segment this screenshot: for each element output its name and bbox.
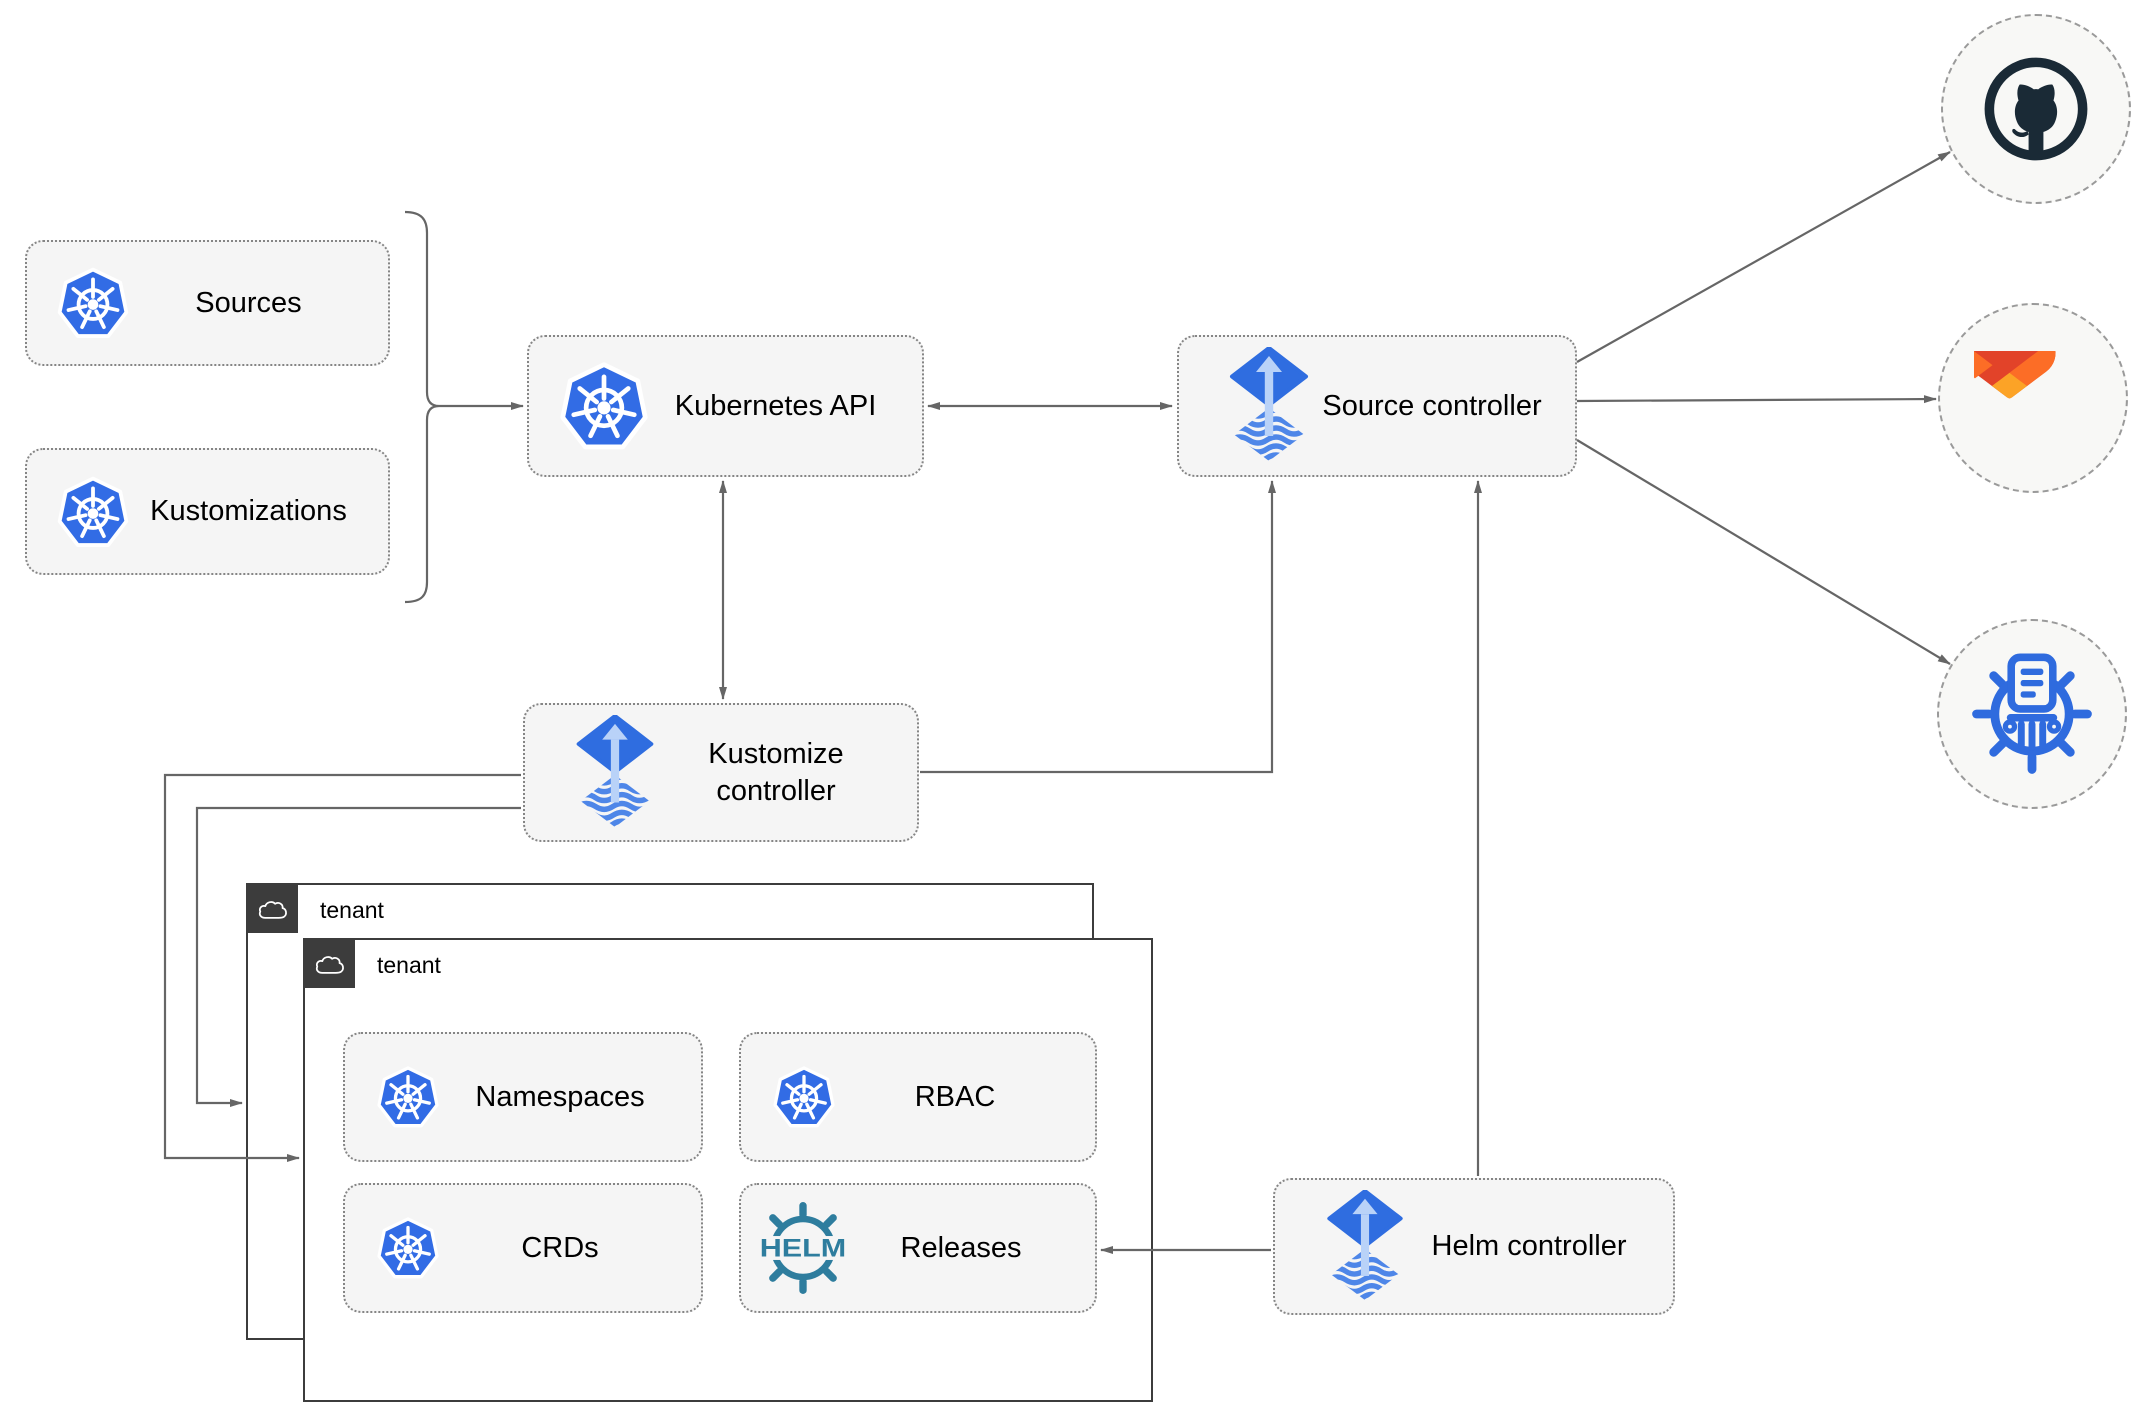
helm-wheel-icon: HELM xyxy=(757,1202,849,1294)
edge-source-controller-gitlab xyxy=(1576,395,1937,404)
tenant-inner-label: tenant xyxy=(377,951,441,978)
helm-logo-text: HELM xyxy=(760,1235,846,1262)
kubernetes-api-label: Kubernetes API xyxy=(674,389,877,422)
tenant-outer-label: tenant xyxy=(320,896,384,923)
kubernetes-icon xyxy=(557,359,651,453)
kubernetes-icon xyxy=(55,474,131,550)
sources-node: Sources xyxy=(25,240,390,366)
kustomizations-node: Kustomizations xyxy=(25,448,390,575)
releases-label: Releases xyxy=(900,1231,1022,1264)
namespaces-label: Namespaces xyxy=(475,1080,645,1113)
github-icon xyxy=(1983,56,2089,162)
cloud-icon xyxy=(312,951,346,976)
edge-source-controller-chartmuseum xyxy=(1576,439,1951,665)
flux-icon xyxy=(1323,1190,1407,1304)
namespaces-node: Namespaces xyxy=(343,1032,703,1162)
rbac-label: RBAC xyxy=(914,1080,996,1113)
kubernetes-icon xyxy=(771,1064,837,1130)
source-controller-node: Source controller xyxy=(1177,335,1577,477)
flux-icon xyxy=(573,715,657,831)
kubernetes-icon xyxy=(375,1215,441,1281)
tenant-inner-chip xyxy=(303,938,355,988)
flux-icon xyxy=(1227,347,1311,465)
releases-node: HELM Releases xyxy=(739,1183,1097,1313)
edge-kustomize-controller-source-controller xyxy=(920,480,1276,774)
kubernetes-icon xyxy=(55,265,131,341)
edge-source-controller-github xyxy=(1576,151,1951,363)
helm-controller-node: Helm controller xyxy=(1273,1178,1675,1315)
kubernetes-icon xyxy=(375,1064,441,1130)
source-controller-label: Source controller xyxy=(1322,389,1542,422)
cloud-icon xyxy=(255,896,289,921)
helm-controller-label: Helm controller xyxy=(1431,1230,1627,1263)
gitlab-node xyxy=(1938,303,2128,493)
rbac-node: RBAC xyxy=(739,1032,1097,1162)
kubernetes-api-node: Kubernetes API xyxy=(527,335,924,477)
chartmuseum-icon xyxy=(1969,651,2095,777)
gitlab-icon xyxy=(1974,351,2092,445)
kustomize-controller-node: Kustomize controller xyxy=(523,703,919,842)
crds-node: CRDs xyxy=(343,1183,703,1313)
sources-label: Sources xyxy=(195,286,302,319)
tenant-inner-box: tenant xyxy=(303,938,1153,1402)
crds-label: CRDs xyxy=(521,1231,599,1264)
kustomizations-label: Kustomizations xyxy=(150,495,347,528)
kustomize-controller-label: Kustomize controller xyxy=(708,738,844,807)
tenant-outer-chip xyxy=(246,883,298,933)
edge-brace xyxy=(404,210,440,604)
chartmuseum-node xyxy=(1937,619,2127,809)
github-node xyxy=(1941,14,2131,204)
